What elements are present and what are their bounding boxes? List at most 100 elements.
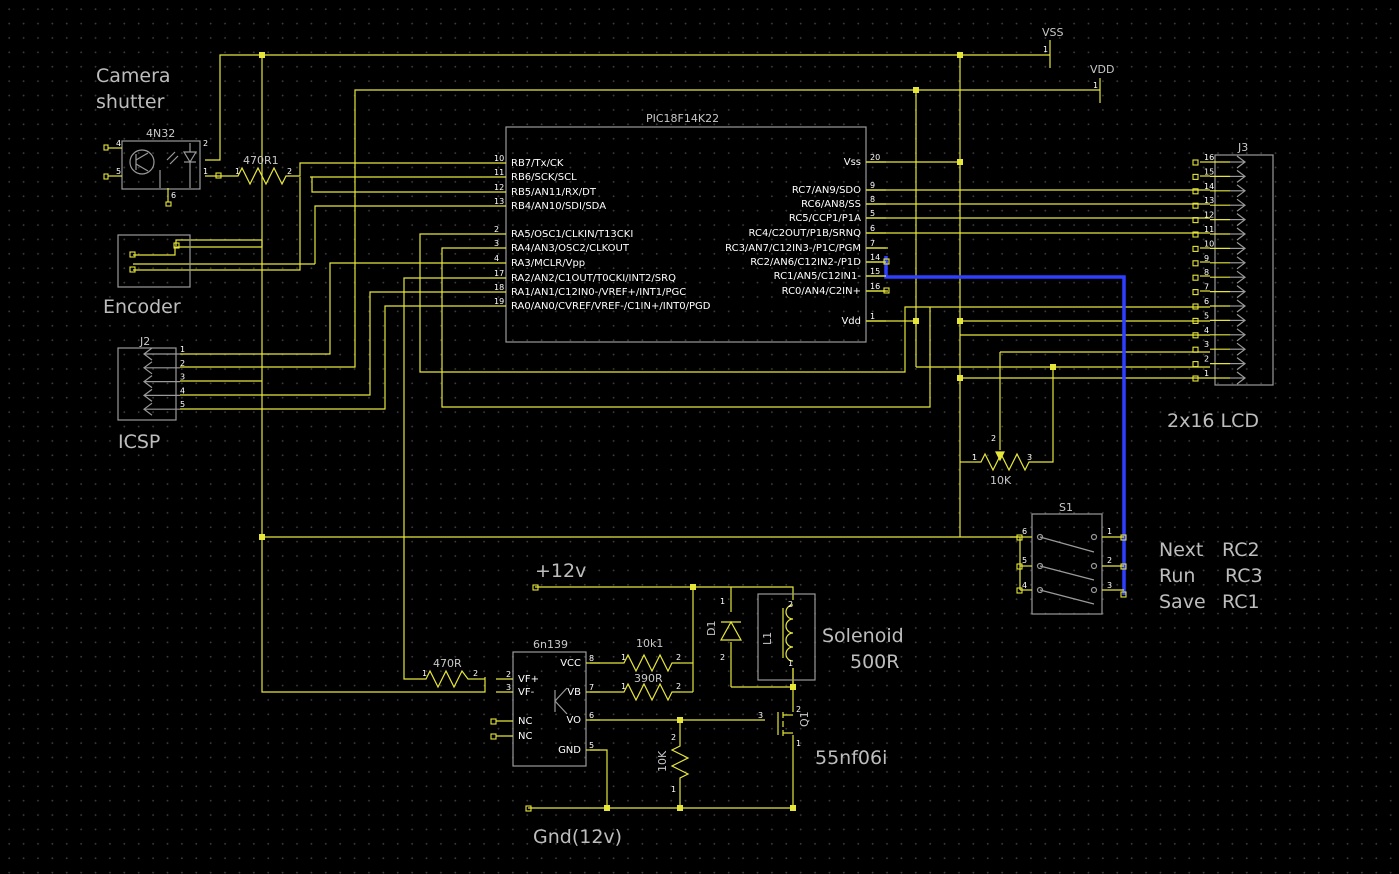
vss-symbol[interactable]: VSS 1 [1042,26,1064,54]
diode-d1[interactable]: D1 1 2 [705,597,743,662]
run-pin-label: RC3 [1225,565,1263,587]
mcu-pin-name: RC7/AN9/SDO [792,185,861,196]
svg-text:D1: D1 [705,621,718,636]
lcd-terminal [1192,217,1199,224]
svg-text:2: 2 [796,705,801,714]
switch-s1[interactable]: S1 6 5 4 1 2 3 [1016,501,1127,615]
plus12-label: +12v [535,560,586,582]
lcd-pin-number: 4 [1204,326,1209,335]
lcd-pin-number: 14 [1204,182,1214,191]
opto-pin-number: 8 [589,654,594,663]
lcd-terminal [1192,317,1199,324]
svg-text:J3: J3 [1237,141,1248,154]
selected-net[interactable] [884,256,1126,595]
mcu-pin-number: 10 [494,154,504,163]
mcu-pin-name: RB7/Tx/CK [511,158,564,169]
shutter-label: shutter [96,91,165,113]
opto-pin-name: VO [566,715,581,726]
lcd-terminal [1192,289,1199,296]
mcu-pin-name: RC6/AN8/SS [801,199,861,210]
mcu-pin-name: RB4/AN10/SDI/SDA [511,201,606,212]
mcu-pin-number: 14 [870,253,880,262]
lcd-terminal [1192,274,1199,281]
svg-text:5: 5 [116,167,121,176]
svg-text:J2: J2 [139,335,150,348]
lcd-pin-number: 7 [1204,283,1209,292]
mcu-pin-name: RA0/AN0/CVREF/VREF-/C1IN+/INT0/PGD [511,301,711,312]
mcu-pin-number: 8 [870,195,875,204]
svg-text:6: 6 [1022,527,1027,536]
lcd-pin-number: 9 [1204,254,1209,263]
lcd-terminal [1192,375,1199,382]
lcd-terminal [1192,245,1199,252]
junction-dots [259,52,1056,811]
svg-text:1: 1 [203,167,208,176]
mosfet-q1[interactable]: Q1 3 2 1 [758,705,811,748]
annotations: Camera shutter Encoder ICSP 2x16 LCD Sol… [96,65,1263,848]
svg-text:2: 2 [676,682,681,691]
encoder-block[interactable] [117,234,191,288]
resistor-470r[interactable]: 470R 1 2 [420,657,478,689]
opto-4n32[interactable]: 4N32 4 5 2 1 6 [103,127,222,207]
lcd-label: 2x16 LCD [1167,410,1259,432]
open-terminals [490,258,890,812]
lcd-terminal [1192,202,1199,209]
svg-text:1: 1 [796,739,801,748]
gnd12-label: Gnd(12v) [533,826,622,848]
lcd-terminal [1192,303,1199,310]
resistor-390r[interactable]: 390R 1 2 [618,672,681,702]
opto-pin-number: 7 [589,683,594,692]
svg-text:S1: S1 [1059,501,1073,514]
potentiometer-10k[interactable]: 10K 1 3 2 [972,434,1032,487]
mcu-pin-number: 16 [870,282,880,291]
mcu-pin-number: 17 [494,269,504,278]
svg-text:Q1: Q1 [798,711,811,727]
mcu-pin-number: 13 [494,197,504,206]
svg-text:VDD: VDD [1090,63,1114,76]
resistor-470r1[interactable]: 470R1 1 2 [230,154,292,186]
mcu-label: PIC18F14K22 [646,112,719,125]
svg-text:1: 1 [1093,81,1098,90]
resistor-10k1[interactable]: 10k1 1 2 [618,637,681,673]
lcd-pin-number: 13 [1204,196,1214,205]
svg-text:2: 2 [473,669,478,678]
lcd-pin-number: 2 [1204,355,1209,364]
solenoid-l1[interactable]: L1 2 1 [757,593,816,681]
icsp-pin-number: 2 [180,359,185,368]
mcu-pin-name: RC5/CCP1/P1A [789,213,861,224]
icsp-pin-number: 4 [180,386,185,395]
mcu-pin-name: RC3/AN7/C12IN3-/P1C/PGM [725,243,861,254]
svg-text:1: 1 [788,659,793,668]
mcu-pin-number: 5 [870,209,875,218]
resistor-10k-gate[interactable]: 10K 2 1 [656,733,690,794]
opto-pin-name: NC [518,731,532,742]
svg-text:10K: 10K [990,474,1012,487]
lcd-terminal [1192,188,1199,195]
mcu-pin-name: RC2/AN6/C12IN2-/P1D [750,257,861,268]
mcu-pin-name: RA4/AN3/OSC2/CLKOUT [511,243,630,254]
svg-text:1: 1 [235,167,240,176]
mcu-pin-number: 4 [494,254,499,263]
lcd-terminal [1192,260,1199,267]
svg-text:6n139: 6n139 [533,638,568,651]
vdd-symbol[interactable]: VDD 1 [1090,63,1114,90]
opto-pin-number: 3 [506,683,511,692]
svg-text:2: 2 [1107,556,1112,565]
svg-text:2: 2 [671,733,676,742]
svg-text:10k1: 10k1 [636,637,663,650]
lcd-pin-number: 8 [1204,268,1209,277]
mcu-pin-number: 3 [494,239,499,248]
lcd-pin-number: 12 [1204,211,1214,220]
lcd-terminal [1192,332,1199,339]
opto-pin-name: VB [567,687,581,698]
svg-text:2: 2 [676,653,681,662]
svg-text:1: 1 [621,653,626,662]
svg-text:10K: 10K [656,750,669,772]
mcu-pin-number: 2 [494,225,499,234]
